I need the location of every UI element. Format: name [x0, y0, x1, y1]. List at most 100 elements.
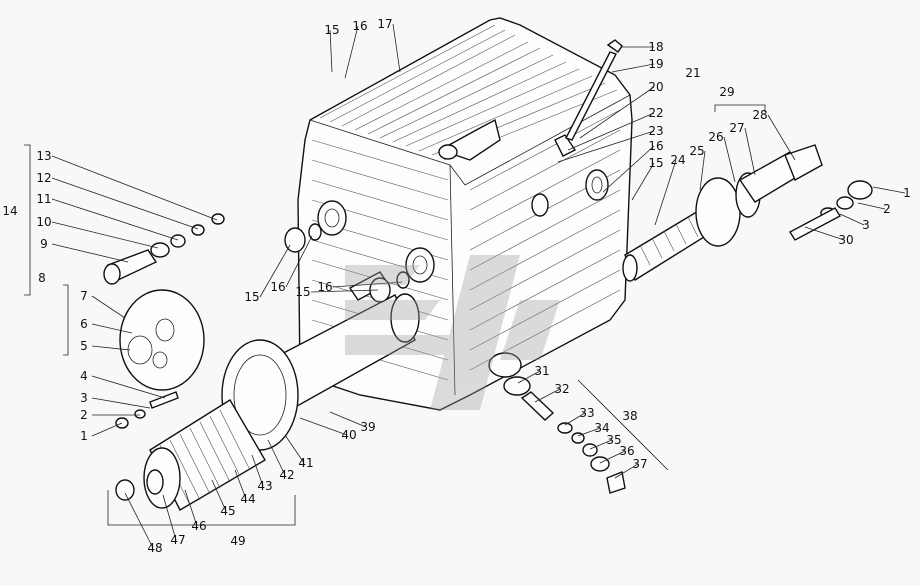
leader-line-c30 [804, 226, 845, 241]
callout-c44: 44 [240, 492, 255, 506]
leader-line-c44 [234, 469, 247, 500]
callout-c4: 4 [80, 369, 88, 383]
callout-c10: 10 [36, 215, 51, 229]
callout-c15m: 15 [244, 290, 259, 304]
callout-c3l: 3 [80, 391, 88, 405]
leader-line-c35 [589, 439, 613, 450]
leader-line-c37 [614, 463, 639, 479]
leader-line-c7 [91, 295, 126, 319]
callout-c16m2: 16 [317, 280, 332, 294]
callout-c3: 3 [862, 218, 870, 232]
callout-c24: 24 [670, 153, 685, 167]
leader-line-c28 [767, 114, 796, 161]
callout-c20: 20 [648, 80, 663, 94]
callout-c30: 30 [838, 233, 853, 247]
callout-c43: 43 [257, 479, 272, 493]
leader-line-c20 [579, 86, 655, 139]
callout-c40: 40 [341, 428, 356, 442]
callout-c41: 41 [298, 456, 313, 470]
callout-c18: 18 [648, 40, 663, 54]
callout-c15m2: 15 [295, 285, 310, 299]
callout-c49: 49 [230, 534, 245, 548]
callout-c23: 23 [648, 124, 663, 138]
leader-line-c27 [744, 127, 756, 176]
group-brackets [24, 104, 766, 526]
leader-line-c16m [285, 235, 313, 288]
callout-c42: 42 [279, 468, 294, 482]
callout-c27: 27 [729, 121, 744, 135]
callout-c21: 21 [685, 66, 700, 80]
leader-line-c15t [329, 29, 333, 73]
leader-line-c6 [91, 323, 133, 334]
leader-line-c31 [517, 370, 541, 384]
callout-c16m: 16 [270, 280, 285, 294]
leader-line-c45 [211, 479, 227, 512]
callout-c47: 47 [170, 533, 185, 547]
leader-line-c22 [567, 112, 655, 151]
callout-c2: 2 [883, 202, 891, 216]
leader-line-c39 [329, 411, 367, 428]
leader-line-c12 [51, 177, 199, 230]
callout-c11: 11 [36, 192, 51, 206]
leader-line-c43 [251, 454, 264, 487]
leader-line-c19 [611, 63, 655, 73]
callout-c38: 38 [622, 409, 637, 423]
leader-line-c32 [534, 388, 561, 403]
leader-line-c46 [184, 489, 198, 527]
callout-c1l: 1 [80, 429, 88, 443]
callout-c32: 32 [554, 382, 569, 396]
leader-line-c1l [91, 422, 123, 437]
callout-c35: 35 [606, 433, 621, 447]
leader-line-c25 [699, 150, 706, 191]
callout-c12: 12 [36, 171, 51, 185]
callout-c5: 5 [80, 339, 88, 353]
leader-line-c40 [299, 417, 348, 436]
leader-line-c4 [91, 375, 166, 399]
leader-line-c36 [599, 450, 626, 464]
leader-line-c3l [91, 397, 151, 409]
callout-c15t: 15 [324, 23, 339, 37]
main-pipe-filter [115, 223, 420, 511]
leader-line-c9 [51, 243, 129, 263]
leader-line-c24 [654, 159, 677, 226]
leader-line-c16t [344, 25, 359, 79]
leader-line-c11 [51, 198, 179, 241]
leader-line-c26 [723, 136, 736, 183]
callout-c19: 19 [648, 57, 663, 71]
callout-c39: 39 [360, 420, 375, 434]
leader-line-c15r [631, 162, 655, 201]
leader-line-c41 [284, 434, 305, 464]
callout-c1: 1 [903, 186, 911, 200]
callout-c45: 45 [220, 504, 235, 518]
leader-line-c48 [124, 492, 154, 549]
leader-line-c2 [857, 202, 886, 210]
leader-line-c3 [839, 213, 865, 226]
callout-c22: 22 [648, 106, 663, 120]
leader-line-c16r [602, 145, 655, 193]
leader-line-c10 [51, 221, 159, 249]
leader-line-c15m2 [310, 289, 379, 293]
callout-c37: 37 [632, 457, 647, 471]
callout-c29: 29 [719, 85, 734, 99]
callout-c9: 9 [40, 237, 48, 251]
callout-c25: 25 [689, 144, 704, 158]
callout-c14: 14 [2, 204, 17, 218]
dipstick-tube [565, 39, 623, 141]
right-filter-assembly [622, 144, 873, 282]
leader-line-c1 [872, 186, 906, 194]
leader-line-c13 [51, 155, 218, 221]
callout-c48: 48 [147, 541, 162, 555]
callout-c16r: 16 [648, 139, 663, 153]
leader-line-c23 [557, 130, 655, 163]
callout-c34: 34 [594, 421, 609, 435]
drain-assembly [503, 376, 626, 494]
left-cover-assembly [103, 213, 225, 429]
callout-c36: 36 [619, 444, 634, 458]
leader-line-c34 [577, 427, 601, 437]
callout-c46: 46 [191, 519, 206, 533]
callout-c26: 26 [708, 130, 723, 144]
watermark-logo [345, 255, 560, 410]
callout-c28: 28 [752, 108, 767, 122]
